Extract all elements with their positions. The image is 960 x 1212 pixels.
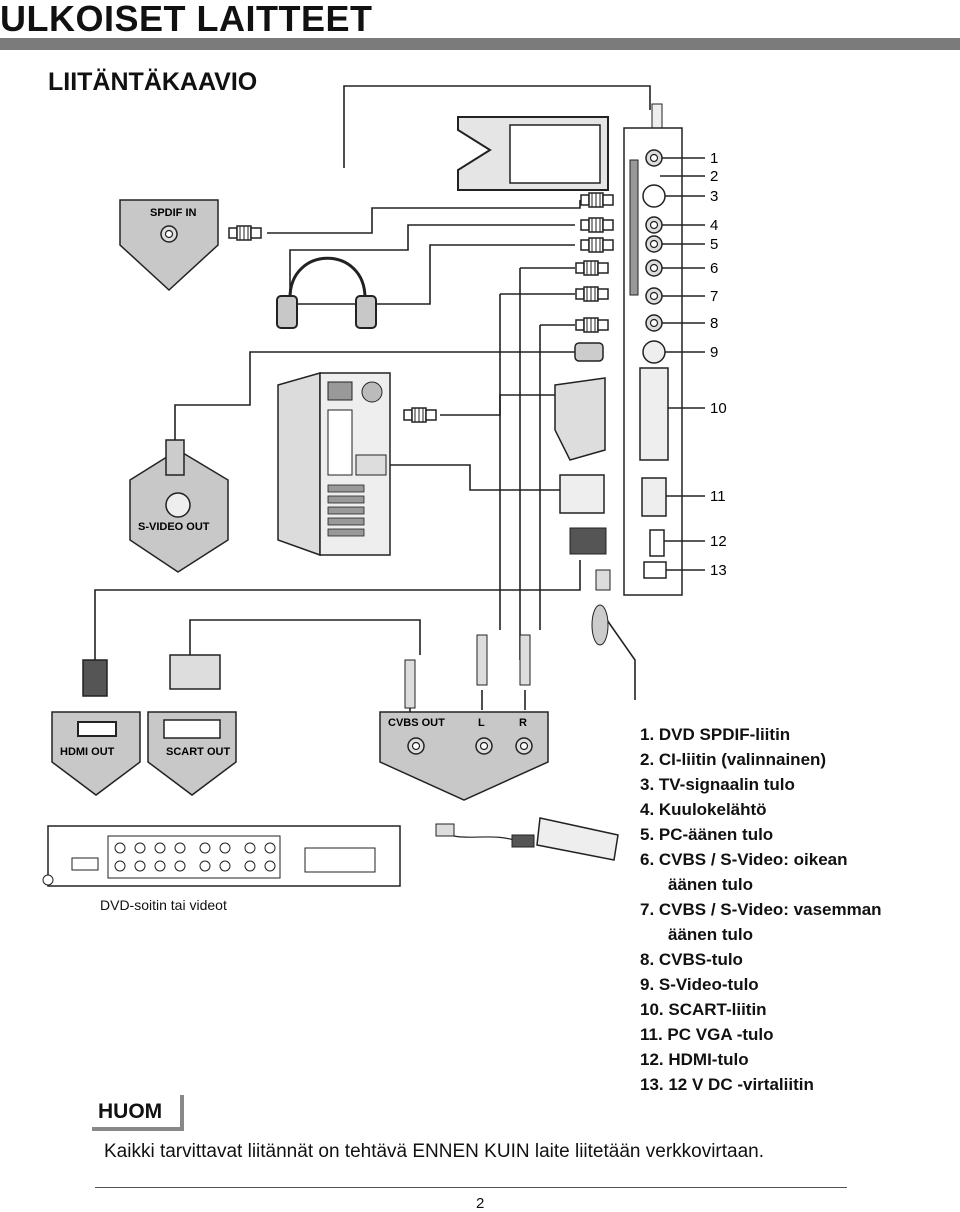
power-adapter-icon xyxy=(435,817,619,861)
hdmi-output-panel xyxy=(51,711,141,796)
legend-item: 2. CI-liitin (valinnainen) xyxy=(640,750,827,769)
spdif-plug xyxy=(228,225,262,241)
note-text: Kaikki tarvittavat liitännät on tehtävä … xyxy=(104,1141,765,1162)
panel-number-13: 13 xyxy=(710,562,727,579)
page-number: 2 xyxy=(476,1195,485,1212)
dvd-caption: DVD-soitin tai videot xyxy=(100,897,227,913)
note-label: HUOM xyxy=(98,1100,163,1123)
hdmi-plug-icon xyxy=(82,659,108,697)
legend-item: äänen tulo xyxy=(668,925,754,944)
footer-rule xyxy=(95,1187,847,1188)
spdif-input-panel xyxy=(119,199,219,292)
audio-plugs xyxy=(575,192,614,333)
panel-number-8: 8 xyxy=(710,315,718,332)
panel-number-6: 6 xyxy=(710,260,718,277)
scart-plug-icon xyxy=(554,377,606,461)
svideo-plug xyxy=(165,439,185,476)
cvbs-output-panel xyxy=(379,711,549,801)
legend-list: 1. DVD SPDIF-liitin 2. CI-liitin (valinna… xyxy=(640,722,958,1097)
legend-item: 3. TV-signaalin tulo xyxy=(640,775,795,794)
headphones-icon xyxy=(276,256,377,329)
pc-tower-icon xyxy=(277,372,391,557)
cvbs-label: CVBS OUT xyxy=(388,717,445,729)
panel-number-1: 1 xyxy=(710,150,718,167)
hdmi-label: HDMI OUT xyxy=(60,746,115,758)
panel-number-5: 5 xyxy=(710,236,718,253)
legend-item: 4. Kuulokelähtö xyxy=(640,800,767,819)
scart-label: SCART OUT xyxy=(166,746,230,758)
panel-number-4: 4 xyxy=(710,217,718,234)
panel-number-2: 2 xyxy=(710,168,718,185)
svideo-output-panel xyxy=(129,449,229,573)
panel-number-10: 10 xyxy=(710,400,727,417)
dvd-player-back-panel xyxy=(42,825,401,887)
legend-item: 10. SCART-liitin xyxy=(640,1000,767,1019)
spdif-label: SPDIF IN xyxy=(150,207,197,219)
legend-item: äänen tulo xyxy=(668,875,754,894)
tv-side-panel xyxy=(623,127,683,596)
legend-item: 12. HDMI-tulo xyxy=(640,1050,749,1069)
legend-item: 7. CVBS / S-Video: vasemman xyxy=(640,900,882,919)
legend-item: 11. PC VGA -tulo xyxy=(640,1025,774,1044)
scart-cable-plug-icon xyxy=(169,654,221,690)
legend-item: 1. DVD SPDIF-liitin xyxy=(640,725,791,744)
panel-numbers: 1 2 3 4 5 6 7 8 9 10 11 12 13 xyxy=(710,150,727,579)
title-rule xyxy=(0,38,960,50)
svideo-label: S-VIDEO OUT xyxy=(138,521,210,533)
wires xyxy=(94,85,651,720)
panel-number-7: 7 xyxy=(710,288,718,305)
panel-number-11: 11 xyxy=(710,488,726,505)
legend-item: 13. 12 V DC -virtaliitin xyxy=(640,1075,814,1094)
section-title: LIITÄNTÄKAAVIO xyxy=(48,68,258,96)
legend-item: 9. S-Video-tulo xyxy=(640,975,759,994)
legend-item: 5. PC-äänen tulo xyxy=(640,825,774,844)
note-box xyxy=(92,1095,184,1131)
right-audio-label: R xyxy=(519,717,527,729)
vga-plug-icon xyxy=(559,474,605,514)
panel-number-9: 9 xyxy=(710,344,718,361)
legend-item: 8. CVBS-tulo xyxy=(640,950,743,969)
page-title: ULKOISET LAITTEET xyxy=(0,0,373,39)
panel-number-12: 12 xyxy=(710,533,727,550)
panel-number-3: 3 xyxy=(710,188,718,205)
ci-card xyxy=(457,116,609,191)
legend-item: 6. CVBS / S-Video: oikean xyxy=(640,850,848,869)
scart-output-panel xyxy=(147,711,237,796)
left-audio-label: L xyxy=(478,717,485,729)
